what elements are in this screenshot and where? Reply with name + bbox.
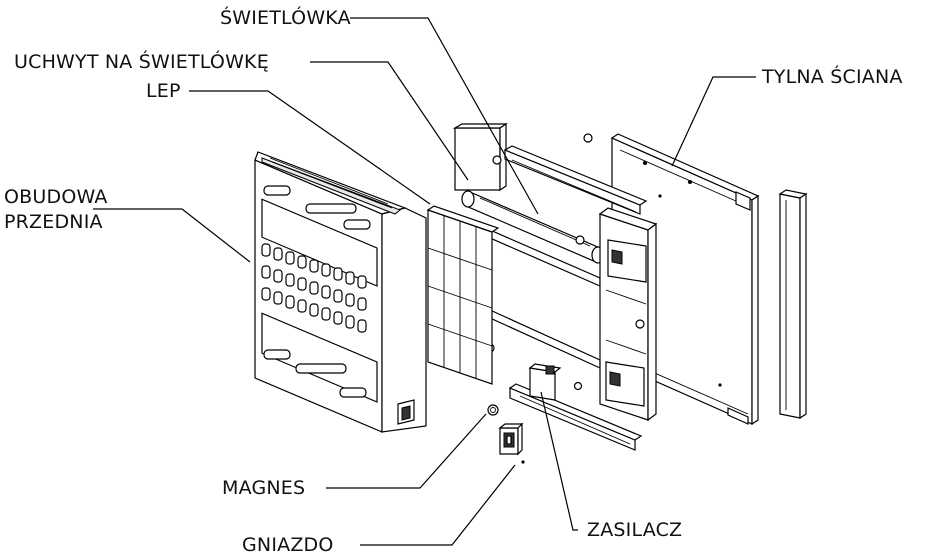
label-lep: LEP [146,80,181,102]
label-obudowa-line2: PRZEDNIA [4,211,103,233]
label-swietlowka: ŚWIETLÓWKA [220,7,351,29]
label-uchwyt: UCHWYT NA ŚWIETLÓWKĘ [14,51,269,73]
label-gniazdo: GNIAZDO [242,534,334,556]
label-zasilacz: ZASILACZ [587,519,683,541]
label-tylna-sciana: TYLNA ŚCIANA [762,66,903,88]
label-obudowa-line1: OBUDOWA [4,186,108,208]
front-housing [254,151,427,433]
magnet [487,404,499,416]
leader-lines [93,17,756,546]
side-strip [778,189,808,420]
glue-board [426,205,500,385]
label-magnes: MAGNES [222,477,306,499]
socket [498,422,525,464]
